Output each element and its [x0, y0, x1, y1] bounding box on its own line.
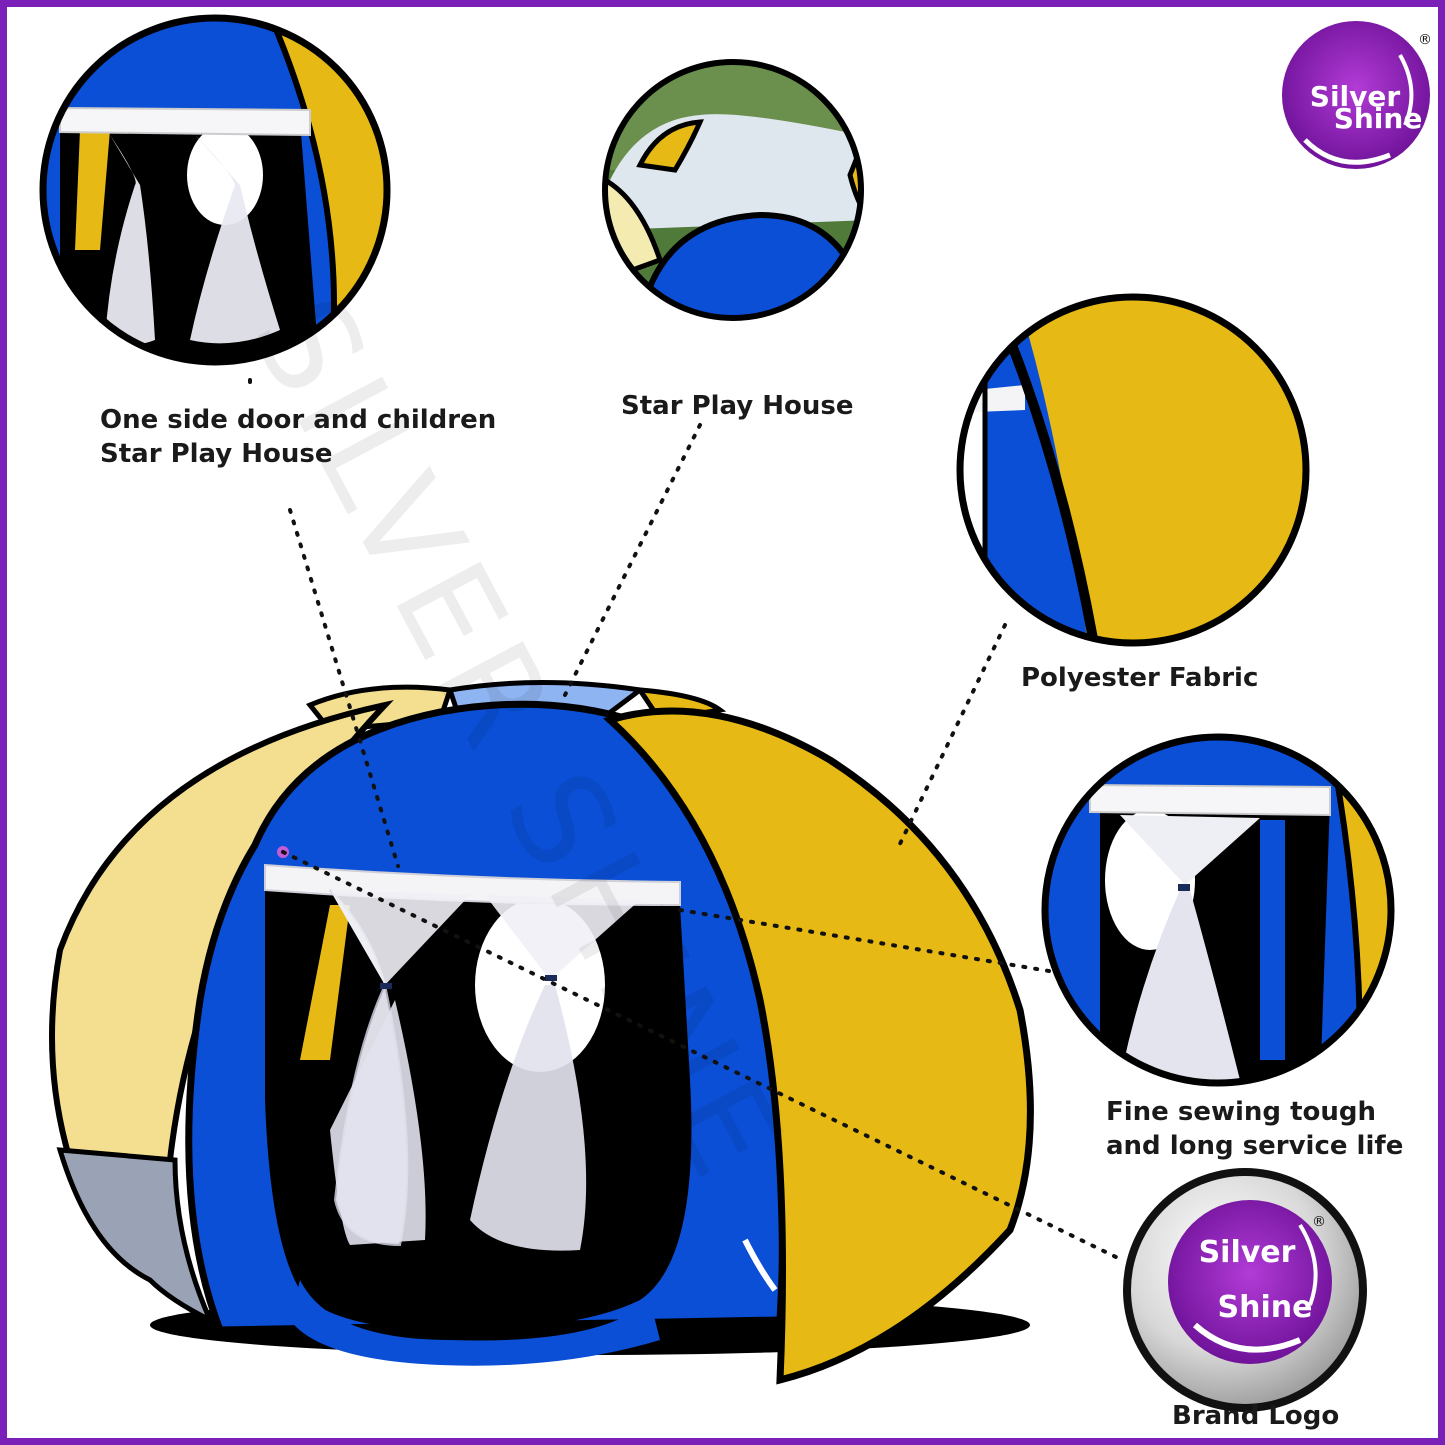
main-tent-illustration — [49, 680, 1034, 1385]
callout-door-line2: Star Play House — [100, 439, 333, 469]
callout-sewing-line1: Fine sewing tough — [1106, 1097, 1377, 1127]
infographic-art: Silver Shine ® Silver Shine ® SILVER SHI… — [39, 14, 1432, 1412]
brand-logo-top-line2: Shine — [1334, 102, 1423, 135]
brand-logo-bottom-line2: Shine — [1218, 1290, 1313, 1325]
callout-logo: Brand Logo — [1172, 1401, 1340, 1431]
roof-closeup-circle — [602, 59, 864, 321]
door-closeup-circle — [39, 14, 391, 366]
callout-roof: Star Play House — [621, 391, 854, 421]
registered-mark-bottom: ® — [1312, 1214, 1326, 1230]
brand-logo-top-line1: Silver — [1310, 80, 1401, 113]
callout-sewing-line2: and long service life — [1106, 1131, 1404, 1161]
leader-lines — [248, 378, 1120, 1260]
sewing-closeup-circle — [1041, 733, 1395, 1087]
callout-door: One side door and children Star Play Hou… — [100, 403, 496, 471]
registered-mark-top: ® — [1418, 32, 1432, 48]
callout-door-line1: One side door and children — [100, 405, 497, 435]
callout-fabric: Polyester Fabric — [1021, 663, 1259, 693]
brand-logo-bottom-line1: Silver — [1199, 1235, 1296, 1270]
brand-logo-bottom: Silver Shine ® — [1123, 1168, 1367, 1412]
fabric-closeup-circle — [956, 293, 1310, 647]
callout-sewing: Fine sewing tough and long service life — [1106, 1095, 1403, 1163]
brand-logo-top: Silver Shine ® — [1282, 21, 1432, 169]
